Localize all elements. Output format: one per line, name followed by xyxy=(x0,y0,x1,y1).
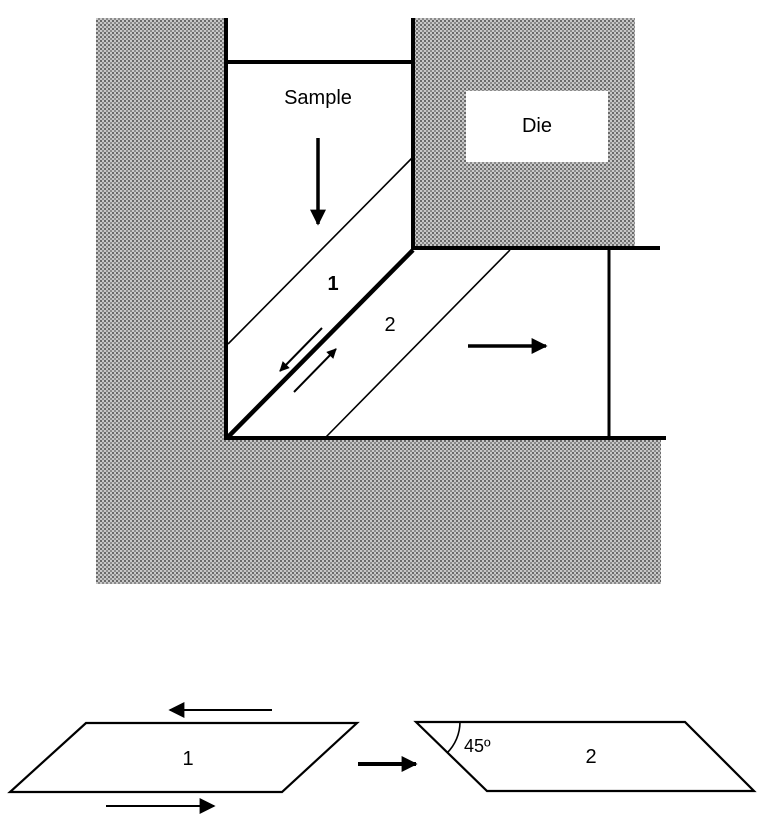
sample-label: Sample xyxy=(284,87,352,109)
element-1-upper-edge xyxy=(227,156,414,345)
die-bottom-floor xyxy=(96,438,661,584)
region-2-label: 2 xyxy=(384,314,395,336)
bottom-element-1 xyxy=(7,721,360,794)
angle-label: 45º xyxy=(464,736,491,756)
angle-arc xyxy=(446,721,461,754)
bottom-element-1-label: 1 xyxy=(182,748,193,770)
shear-arrow-up xyxy=(293,348,337,393)
region-1-label: 1 xyxy=(327,273,338,295)
shear-arrow-down xyxy=(279,327,323,372)
channel-walls xyxy=(224,18,666,440)
bottom-element-2 xyxy=(413,720,757,793)
die-label-box xyxy=(466,91,608,162)
element-2-lower-edge xyxy=(324,249,511,439)
die-label: Die xyxy=(522,115,552,137)
shear-plane xyxy=(226,248,415,439)
bottom-element-2-label: 2 xyxy=(585,746,596,768)
